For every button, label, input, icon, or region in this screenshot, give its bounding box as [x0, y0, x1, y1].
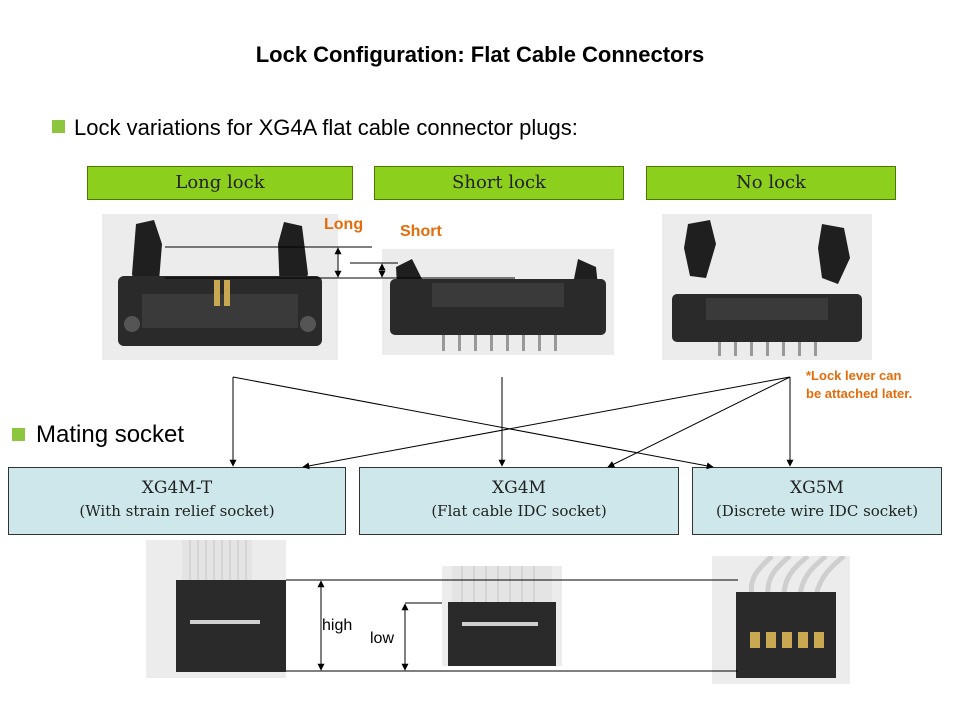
label-short-lock: Short lock	[374, 166, 624, 200]
photo-long-lock-plug	[102, 214, 338, 360]
page-title: Lock Configuration: Flat Cable Connector…	[255, 42, 705, 67]
socket-name: XG4M	[492, 478, 546, 498]
no-lock-plug-illustration	[672, 220, 862, 356]
arrow-nolock-to-xg4m-t	[302, 376, 791, 470]
callout-lever-note-line1: *Lock lever can	[806, 368, 902, 383]
socket-name: XG5M	[790, 478, 844, 498]
callout-lever-note-line2: be attached later.	[806, 386, 913, 401]
callout-low: low	[370, 630, 395, 647]
xg4m-t-socket-illustration	[176, 540, 286, 672]
socket-name: XG4M-T	[141, 478, 213, 498]
photo-no-lock-plug	[662, 214, 872, 360]
socket-desc: (Flat cable IDC socket)	[431, 502, 607, 520]
socket-box-xg5m: XG5M (Discrete wire IDC socket)	[692, 467, 942, 535]
label-no-lock: No lock	[646, 166, 896, 200]
socket-box-xg4m: XG4M (Flat cable IDC socket)	[359, 467, 679, 535]
arrow-nolock-to-xg4m	[607, 376, 791, 468]
long-lock-plug-illustration	[118, 220, 322, 346]
xg4m-socket-illustration	[448, 566, 556, 666]
photo-short-lock-plug	[382, 249, 614, 355]
socket-desc: (With strain relief socket)	[79, 502, 275, 520]
bullet-square-icon	[52, 120, 65, 133]
socket-box-xg4m-t: XG4M-T (With strain relief socket)	[8, 467, 346, 535]
photo-xg5m-socket	[712, 554, 850, 684]
callout-high: high	[322, 617, 353, 634]
label-long-lock: Long lock	[87, 166, 353, 200]
xg5m-socket-illustration	[736, 554, 846, 678]
photo-xg4m-t-socket	[146, 540, 286, 678]
photo-xg4m-socket	[442, 566, 562, 666]
bullet-lock-variations: Lock variations for XG4A flat cable conn…	[74, 115, 578, 140]
short-lock-plug-illustration	[390, 259, 606, 351]
arrow-long-to-xg5m	[232, 376, 714, 470]
bullet-square-icon	[12, 428, 25, 441]
socket-desc: (Discrete wire IDC socket)	[715, 502, 919, 520]
callout-long: Long	[324, 216, 364, 233]
callout-short: Short	[400, 223, 442, 240]
bullet-mating-socket: Mating socket	[36, 421, 185, 448]
